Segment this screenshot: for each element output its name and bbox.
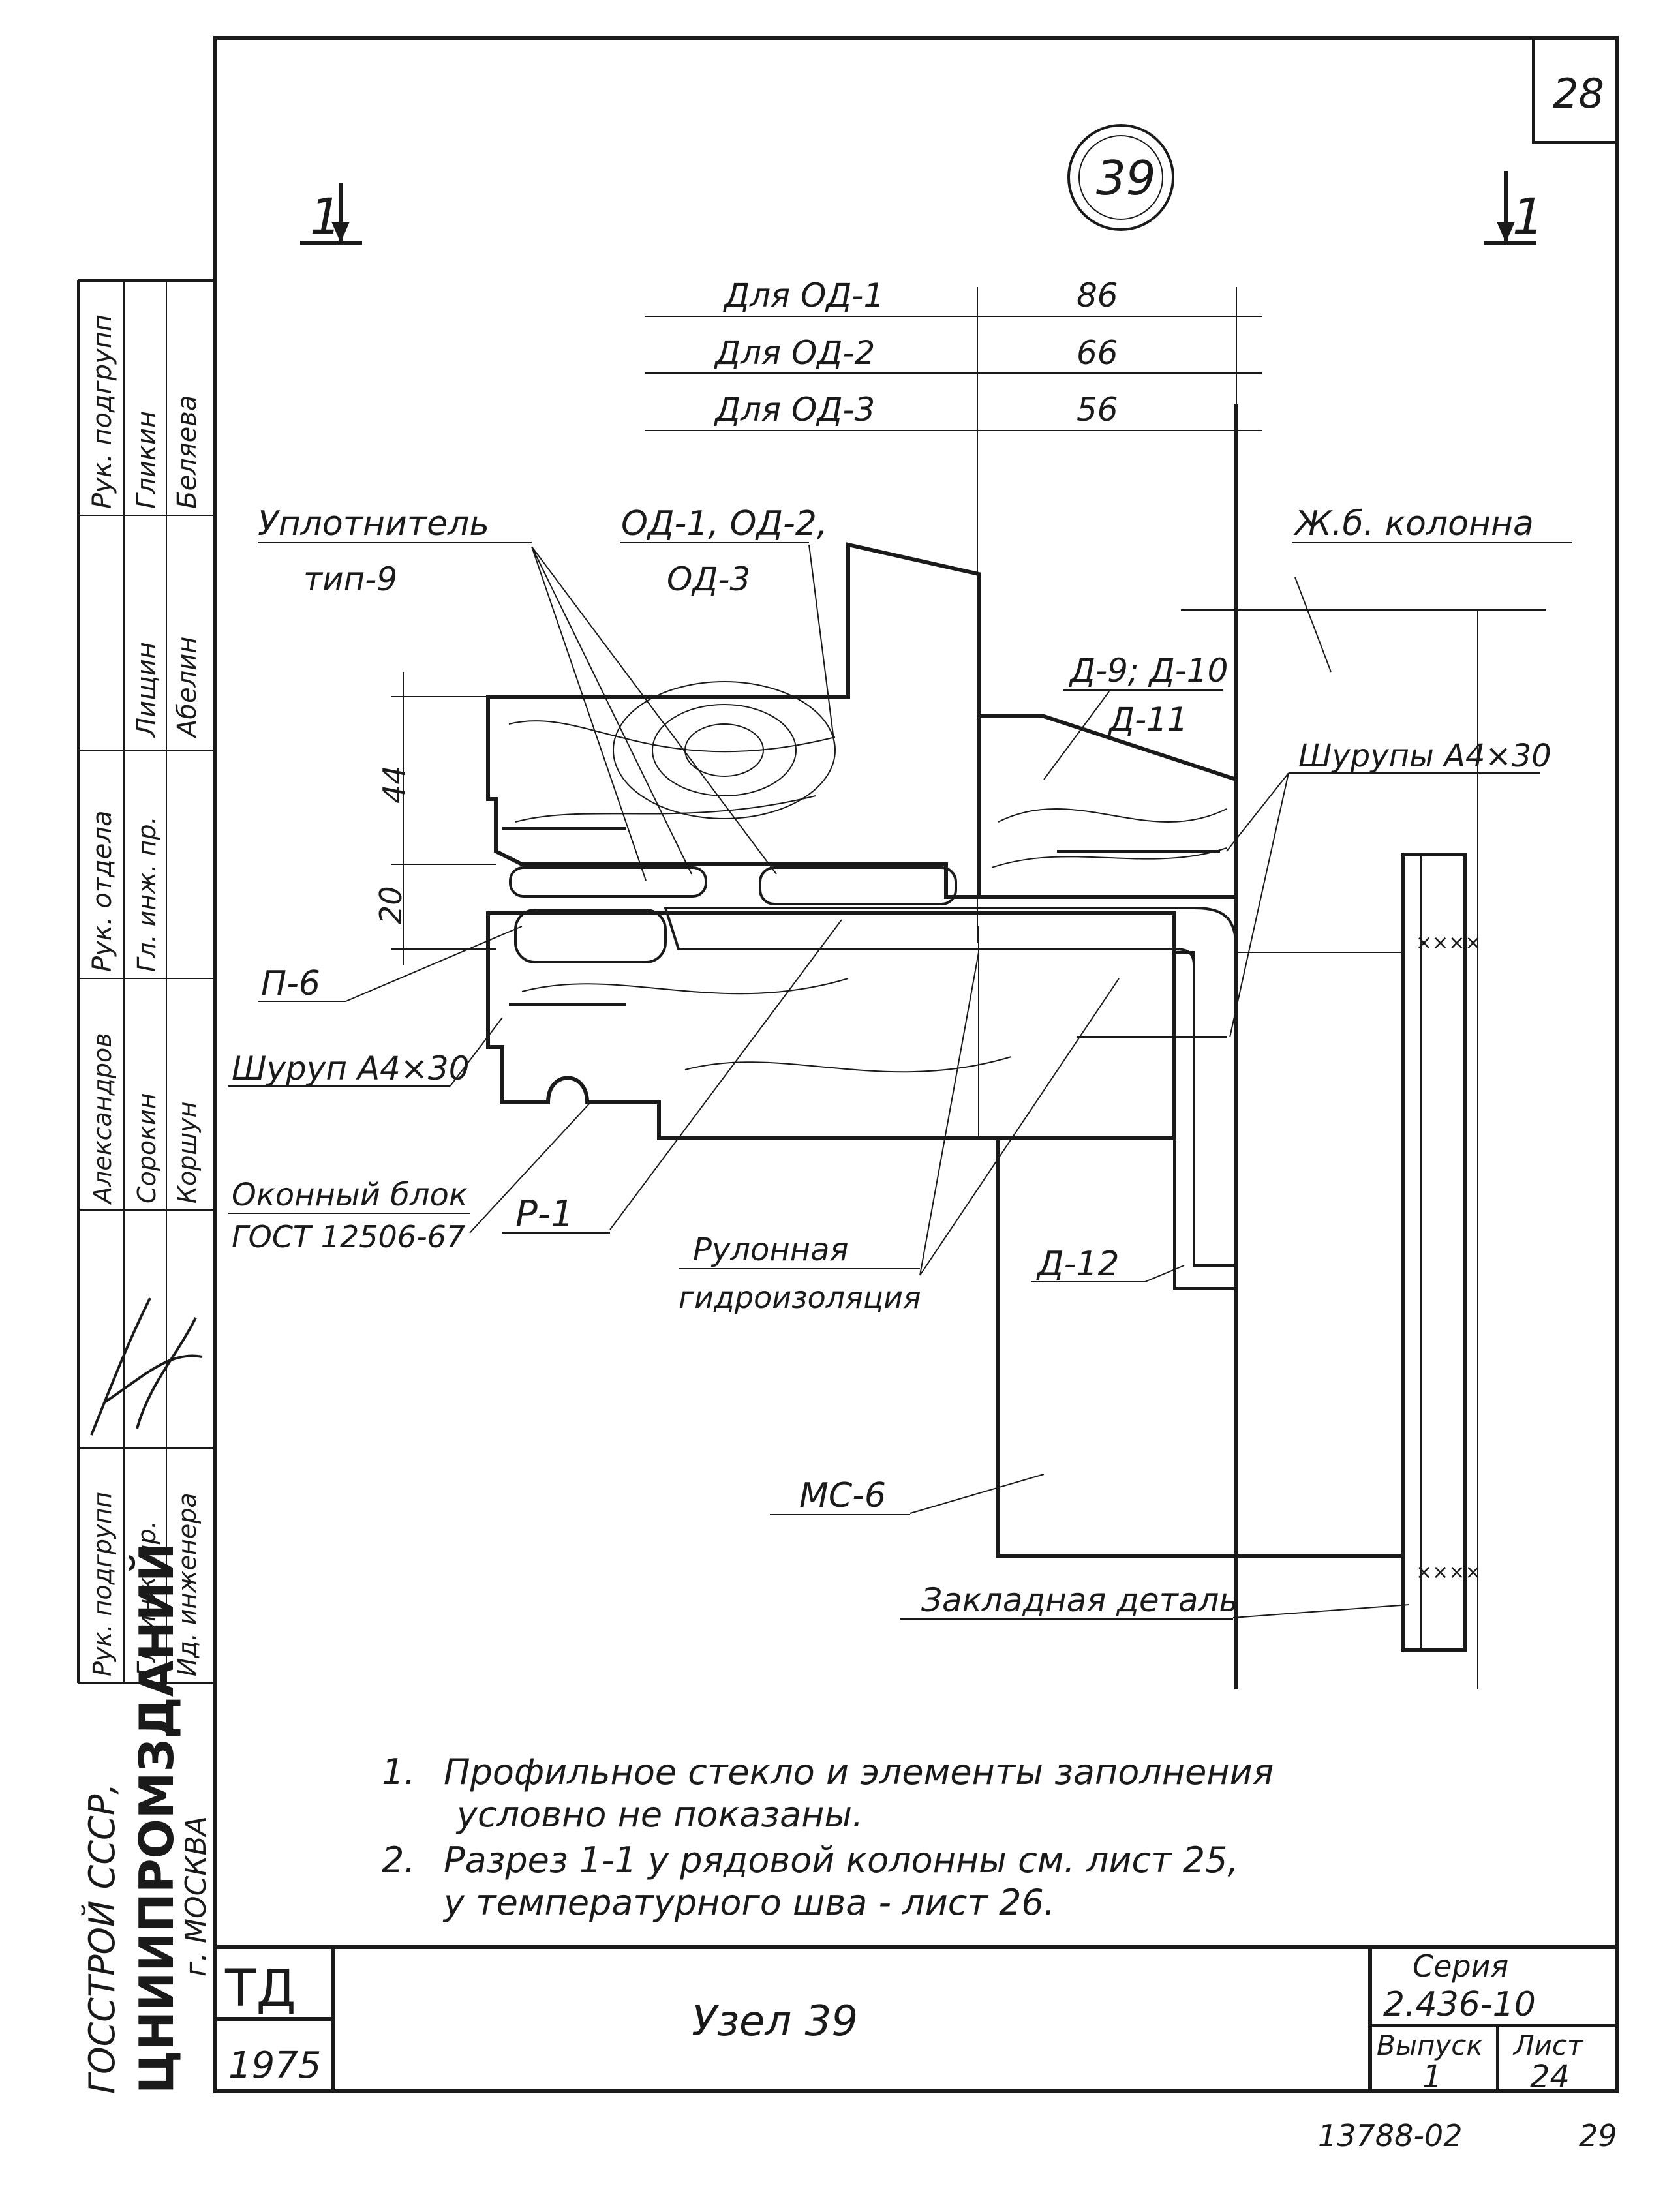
leader-lines: [345, 544, 1410, 1618]
svg-text:××××: ××××: [1416, 1561, 1482, 1584]
section-mark-left: 1: [300, 183, 362, 245]
dim-row-1-value: 86: [1077, 277, 1118, 314]
label-mc6: МС-6: [799, 1476, 886, 1515]
member-d12: [1173, 951, 1238, 1290]
sheet-frame: [213, 36, 1619, 2093]
metal-angle-r1: [664, 907, 1238, 1267]
note-1-number: 1.: [382, 1751, 416, 1793]
label-window-block: Оконный блок: [232, 1177, 468, 1213]
issue-label: Выпуск: [1377, 2029, 1483, 2061]
sheet-label: Лист: [1512, 2029, 1584, 2061]
dimension-table: Для ОД-1 86 Для ОД-2 66 Для ОД-3 56: [645, 277, 1262, 943]
section-mark-right: 1: [1484, 171, 1544, 245]
org-line-2: ЦНИИПРОМЗДАНИЙ: [129, 1543, 184, 2094]
label-embed: Закладная деталь: [921, 1581, 1238, 1619]
stamp-role-1: Рук. подгрупп: [87, 314, 117, 509]
left-stamp: Рук. подгрупп Гликин Беляева Рук. отдела…: [77, 279, 215, 2094]
label-screw: Шуруп А4×30: [232, 1050, 470, 1087]
stamp-role-4: Гл. инж. пр.: [132, 816, 161, 972]
title-block: ТД 1975 Узел 39 Серия 2.436-10 Выпуск 1 …: [215, 1945, 1617, 2095]
note-2-line1: Разрез 1-1 у рядовой колонны см. лист 25…: [444, 1840, 1239, 1881]
series-value: 2.436-10: [1383, 1985, 1536, 2024]
sheet-value: 24: [1530, 2059, 1570, 2095]
label-d9: Д-9; Д-10: [1069, 652, 1228, 689]
frame-upper-block: [977, 714, 1238, 899]
note-2-number: 2.: [382, 1840, 416, 1881]
org-line-3: г. МОСКВА: [179, 1816, 213, 1977]
footer-doc-number: 13788-02: [1318, 2118, 1462, 2153]
note-1-line1: Профильное стекло и элементы заполнения: [444, 1751, 1274, 1793]
dim-row-3-label: Для ОД-3: [714, 391, 875, 429]
label-d12: Д-12: [1036, 1245, 1120, 1284]
label-screws: Шурупы А4×30: [1298, 738, 1551, 774]
dim-row-3-value: 56: [1077, 391, 1118, 429]
stamp-name-4: Абелин: [172, 637, 202, 739]
stamp-role-3: Рук. отдела: [87, 811, 117, 973]
note-1-line2: условно не показаны.: [455, 1794, 863, 1835]
title-main: Узел 39: [692, 1997, 858, 2046]
stamp-role-7: Рук. подгрупп: [88, 1492, 117, 1676]
dim-row-2-label: Для ОД-2: [714, 334, 875, 372]
sheet-number: 28: [1553, 70, 1604, 117]
stamp-name-1: Гликин: [132, 411, 162, 509]
label-od: ОД-1, ОД-2,: [621, 504, 827, 543]
series-label: Серия: [1413, 1948, 1508, 1984]
window-sash: [486, 542, 981, 899]
note-2-line2: у температурного шва - лист 26.: [442, 1882, 1055, 1923]
dim-row-2-value: 66: [1077, 334, 1118, 372]
glass-strip: ×××× ××××: [1401, 853, 1482, 1652]
stamp-name-6: Коршун: [173, 1102, 202, 1204]
rc-column: [1181, 404, 1546, 1689]
seal-lower: [514, 909, 667, 963]
svg-text:1: 1: [310, 187, 341, 245]
plate-mc6: [996, 1138, 1403, 1558]
label-d11: Д-11: [1108, 701, 1188, 738]
label-seal: Уплотнитель: [258, 504, 489, 543]
issue-value: 1: [1422, 2059, 1443, 2095]
seal-upper-left: [509, 866, 707, 898]
stamp-name-5: Сорокин: [132, 1093, 161, 1204]
stamp-role-5: Александров: [88, 1033, 117, 1205]
org-line-1: ГОССТРОЙ СССР,: [82, 1783, 123, 2094]
dim-row-1-label: Для ОД-1: [723, 277, 884, 314]
stamp-signatures: [90, 1297, 203, 1436]
label-roll: Рулонная: [693, 1232, 848, 1268]
svg-text:1: 1: [1512, 187, 1544, 245]
node-marker: 39: [1067, 124, 1174, 231]
node-marker-label: 39: [1096, 151, 1156, 205]
label-r1: Р-1: [515, 1193, 574, 1235]
label-column: Ж.б. колонна: [1293, 504, 1534, 543]
vertical-dimensions: 44 20: [373, 672, 496, 965]
label-od-3: ОД-3: [667, 560, 750, 598]
stamp-role-8: Гл. инж. пр.: [132, 1521, 161, 1676]
title-year: 1975: [228, 2044, 322, 2087]
dim-lower: 20: [373, 886, 408, 924]
title-org-short: ТД: [224, 1960, 296, 2018]
sheet-number-box: [1532, 37, 1618, 144]
footer-page: 29: [1579, 2118, 1617, 2153]
stamp-name-2: Беляева: [172, 395, 202, 509]
window-frame-lower: [486, 911, 1176, 1140]
label-p6: П-6: [261, 964, 320, 1003]
stamp-role-9: Ид. инженера: [173, 1492, 202, 1676]
seal-upper-right: [759, 866, 957, 905]
svg-text:××××: ××××: [1416, 932, 1482, 954]
dim-upper: 44: [376, 765, 412, 804]
label-roll-hydro: гидроизоляция: [679, 1280, 921, 1315]
stamp-name-3: Лищин: [132, 642, 162, 738]
label-window-gost: ГОСТ 12506-67: [232, 1219, 465, 1254]
screws: [502, 827, 1227, 1038]
label-seal-type: тип-9: [303, 560, 397, 598]
